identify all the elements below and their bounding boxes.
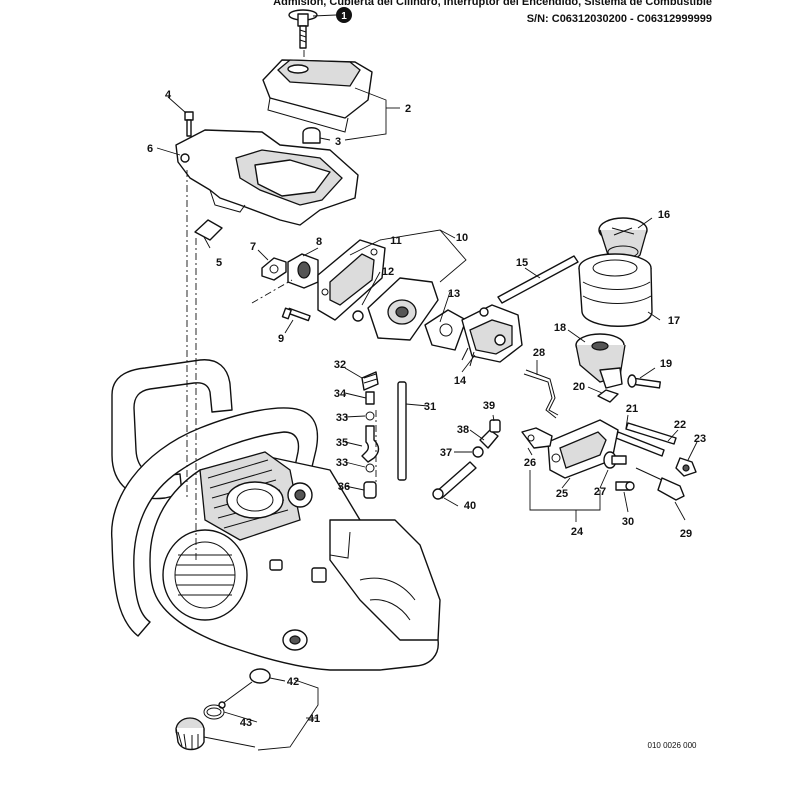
part-29-cable [635,467,685,501]
label-23: 23 [694,433,706,445]
part-3-grommet [302,127,321,144]
part-43-seal [203,704,225,720]
label-14: 14 [454,375,467,387]
label-33-lower: 33 [336,457,348,469]
label-8: 8 [316,236,322,248]
leader-lines [156,87,698,751]
label-21: 21 [626,403,638,415]
label-43: 43 [240,717,252,729]
label-5: 5 [216,257,222,269]
part-28-linkage [523,369,559,419]
part-17-air-filter [578,253,653,327]
label-6: 6 [147,143,153,155]
part-31-fuel-line [397,381,407,481]
part-13-carb-gasket [424,309,467,351]
label-24: 24 [571,526,584,538]
part-25-ignition-plate [547,419,619,479]
part-23-switch [675,457,697,477]
part-33-oring-lower [365,463,375,473]
header-title: Admisión, Cubierta del Cilindro, Interru… [273,0,712,8]
label-31: 31 [424,401,436,413]
label-2: 2 [405,103,411,115]
part-33-oring-upper [365,411,375,421]
part-36-filter [363,481,377,499]
part-26-bracket [521,427,553,449]
label-22: 22 [674,419,686,431]
part-22-rod [625,422,677,445]
part-38-fitting [479,429,499,449]
label-30: 30 [622,516,634,528]
label-33-upper: 33 [336,412,348,424]
part-numbers: 2 3 4 5 6 7 8 9 10 11 12 13 14 15 16 17 … [147,89,706,729]
label-20: 20 [573,381,585,393]
label-4: 4 [165,89,172,101]
part-34-connector [365,391,375,405]
label-38: 38 [457,424,469,436]
label-40: 40 [464,500,476,512]
label-10: 10 [456,232,468,244]
label-3: 3 [335,136,341,148]
label-17: 17 [668,315,680,327]
part-37-connector [472,446,484,458]
label-18: 18 [554,322,566,334]
part-1-screw [288,9,318,49]
label-39: 39 [483,400,495,412]
label-37: 37 [440,447,452,459]
part-18-filter-base [575,333,626,389]
part-7-gasket [261,257,287,281]
part-9-screw [281,307,311,322]
label-32: 32 [334,359,346,371]
part-30-sensor [615,481,635,491]
label-36: 36 [338,481,350,493]
part-6-filter-housing [175,129,359,226]
label-35: 35 [336,437,348,449]
label-29: 29 [680,528,692,540]
serial-range: S/N: C06312030200 - C06312999999 [526,13,712,25]
label-9: 9 [278,333,284,345]
chainsaw-body [111,359,441,671]
part-42-strap [218,668,271,709]
part-14-carburetor [461,304,523,367]
label-27: 27 [594,486,606,498]
part-12-carb-mount [352,277,439,341]
label-34: 34 [334,388,347,400]
label-7: 7 [250,241,256,253]
label-13: 13 [448,288,460,300]
callout-number: 1 [341,11,347,22]
callout-marker [336,7,352,23]
assembly-lines [186,50,377,560]
label-11: 11 [390,235,402,247]
part-19-screw [627,374,661,389]
part-5-gasket [194,219,223,241]
label-42: 42 [287,676,299,688]
label-28: 28 [533,347,545,359]
label-16: 16 [658,209,670,221]
part-2-cylinder-cover [262,59,373,133]
part-11-gasket-plate [317,239,386,321]
part-41-fuel-cap [175,717,205,751]
label-15: 15 [516,257,528,269]
label-19: 19 [660,358,672,370]
part-8-intake-flange [287,253,319,289]
part-39-cap [489,419,501,433]
part-27-plug [603,451,627,469]
part-15-rod [497,255,579,304]
page-header: Admisión, Cubierta del Cilindro, Interru… [273,0,712,26]
part-32-cap [361,371,379,391]
label-25: 25 [556,488,568,500]
label-41: 41 [308,713,320,725]
label-12: 12 [382,266,394,278]
part-40-hose [432,461,477,500]
label-26: 26 [524,457,536,469]
part-20-block [597,389,619,403]
part-4-bolt [184,111,194,137]
document-id: 010 0026 000 [648,741,697,750]
